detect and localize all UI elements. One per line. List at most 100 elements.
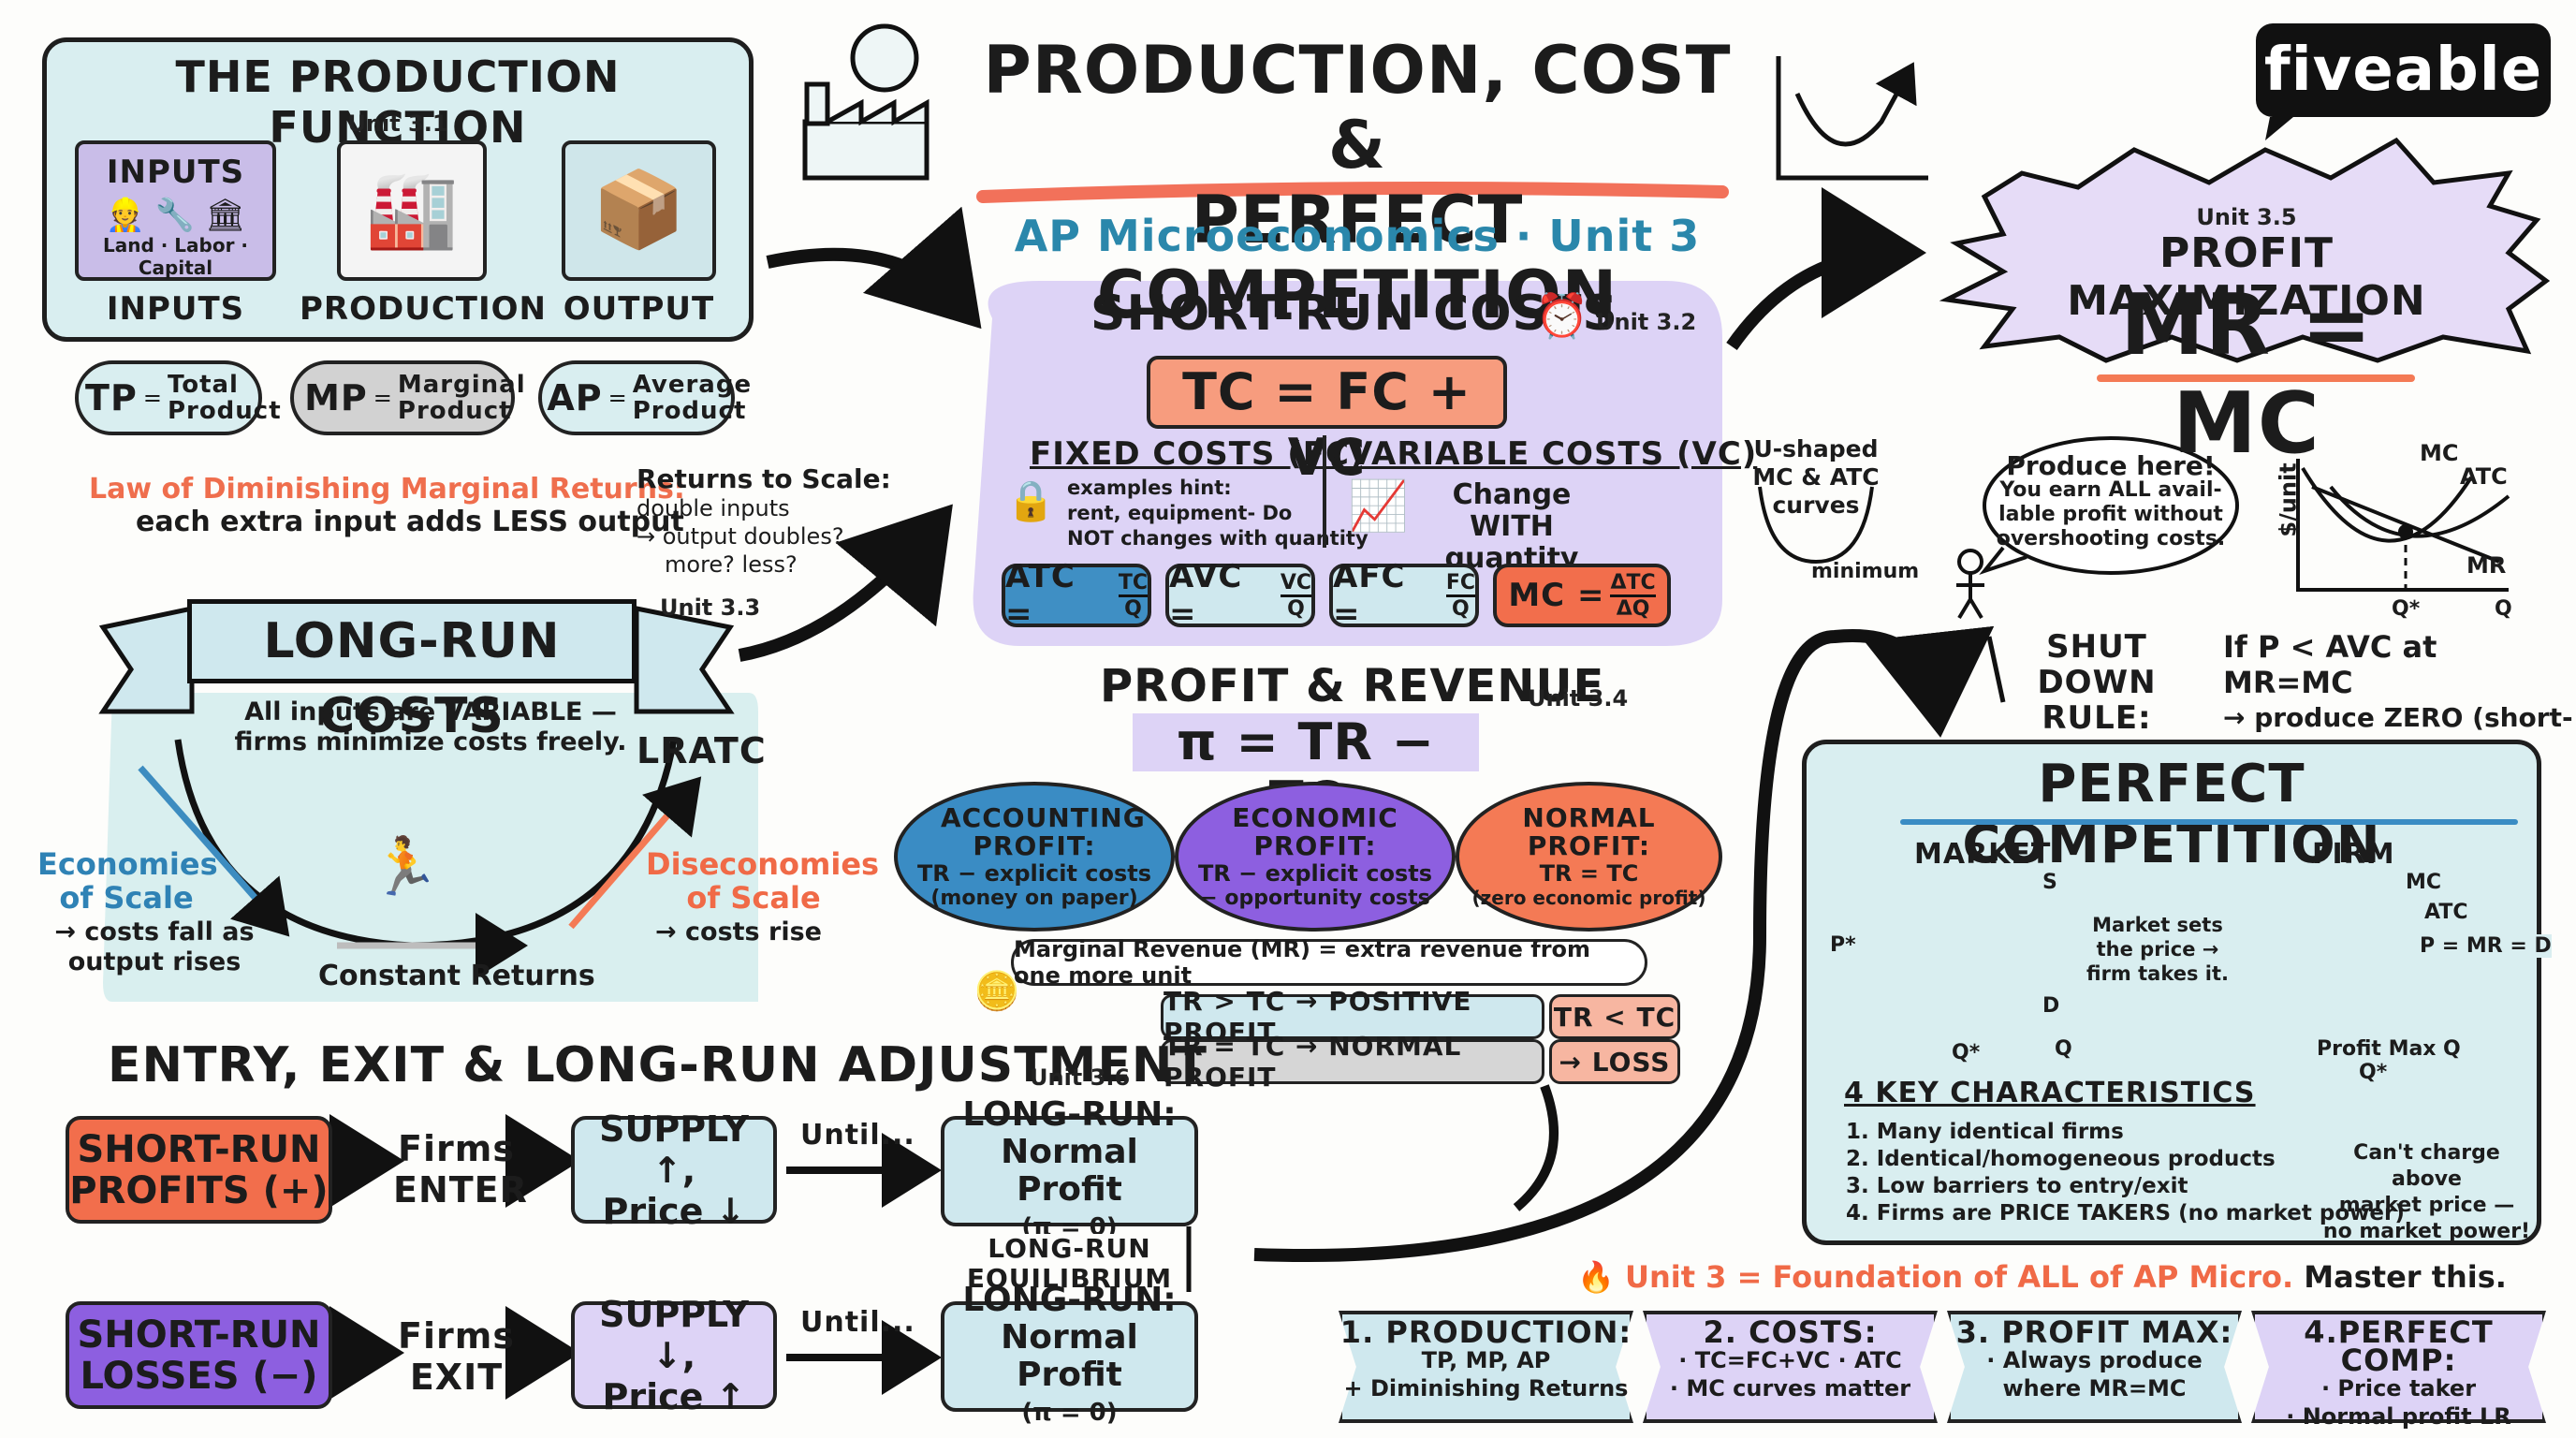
fiveable-logo[interactable]: fiveable [2256, 23, 2551, 117]
profit-title: PROFIT & REVENUE [1100, 660, 1605, 712]
rts-title: Returns to Scale: [637, 463, 891, 494]
person-icon [1956, 549, 1984, 620]
tag-costs [1643, 1311, 1938, 1423]
label-production: PRODUCTION [300, 290, 547, 328]
long-run-unit: Unit 3.3 [660, 594, 761, 621]
pill-mp: MP=Marginal Product [290, 360, 525, 435]
inputs-icons: 👷 🔧 🏛 [105, 197, 246, 234]
market-d: D [2042, 994, 2060, 1018]
until-1: Until... [800, 1119, 915, 1152]
minimum-label: minimum [1811, 560, 1920, 583]
market-pstar: P* [1830, 933, 1856, 957]
tag-production [1339, 1311, 1633, 1423]
label-inputs: INPUTS [106, 290, 245, 328]
market-title: MARKET [1914, 838, 2052, 871]
profit-unit: Unit 3.4 [1528, 685, 1629, 712]
fire-icon: 🔥 [1577, 1259, 1615, 1295]
page-subtitle: AP Microeconomics · Unit 3 [1014, 211, 1701, 261]
arrow-rule-connector [1513, 1084, 1559, 1211]
firm-qstar: Q* [2359, 1061, 2388, 1084]
rule-tr-lt-tc: TR < TC [1549, 994, 1680, 1039]
chars-title: 4 KEY CHARACTERISTICS [1844, 1077, 2256, 1109]
firm-atc: ATC [2424, 901, 2468, 924]
short-run-title: SHORT-RUN COSTS [1090, 286, 1618, 342]
bubble [1983, 436, 2239, 575]
rts-lines: double inputs→ output doubles?more? less… [637, 495, 844, 578]
runner-icon: 🏃 [370, 834, 440, 900]
market-s: S [2042, 871, 2057, 894]
fixed-costs-title: FIXED COSTS (FC) [1030, 435, 1366, 473]
market-q: Q [2055, 1037, 2072, 1061]
pm-q: Q [2495, 597, 2512, 621]
factory-box: 🏭 [337, 140, 487, 281]
divider [1323, 435, 1326, 548]
variable-costs-title: VARIABLE COSTS (VC) [1348, 435, 1758, 473]
rule-normal: TR = TC → NORMAL PROFIT [1161, 1031, 1544, 1093]
profit-max-unit: Unit 3.5 [2196, 204, 2297, 230]
long-run-title: LONG-RUN COSTS [187, 599, 637, 744]
pm-mr: MR [2466, 552, 2507, 579]
arrow-prod-to-costs [766, 206, 982, 330]
firm-profit-max: Profit Max [2317, 1037, 2437, 1061]
inputs-box: INPUTS 👷 🔧 🏛 Land · Labor · Capital [75, 140, 276, 281]
lratc-label: LRATC [637, 730, 767, 771]
law-text: each extra input adds LESS output [136, 506, 684, 538]
pill-ap: AP=Average Product [538, 360, 751, 435]
production-unit: Unit 3.1 [347, 110, 448, 137]
foundation-line: 🔥 Unit 3 = Foundation of ALL of AP Micro… [1577, 1259, 2507, 1295]
profit-formula: π = TR − TC [1133, 713, 1479, 829]
tag-perfect-comp [2251, 1311, 2546, 1423]
profit-max-title: PROFIT MAXIMIZATION [2067, 229, 2426, 325]
supply-down-box: SUPPLY ↓,Price ↑ [571, 1294, 777, 1417]
title-underline [976, 182, 1729, 203]
constant-returns: Constant Returns [318, 960, 595, 992]
mr-equals-mc: MR = MC [2120, 276, 2373, 473]
chart-icon: 📈 [1348, 478, 1409, 535]
arrow-longrun-to-costs [738, 504, 953, 662]
rule-loss: → LOSS [1549, 1039, 1680, 1084]
title-line-1: PRODUCTION, COST & [983, 32, 1732, 183]
produce-here-bubble: Produce here! You earn ALL avail-lable p… [1996, 450, 2226, 551]
page-title: PRODUCTION, COST & PERFECT COMPETITION [964, 33, 1750, 332]
supply-up-box: SUPPLY ↑,Price ↓ [571, 1108, 777, 1232]
production-title: THE PRODUCTION FUNCTION [175, 51, 621, 153]
graph-icon [1776, 56, 1928, 181]
normal-profit: NORMAL PROFIT: TR = TC (zero economic pr… [1456, 782, 1722, 932]
profit-max-burst [1939, 137, 2551, 363]
pm-atc: ATC [2460, 463, 2508, 490]
market-qstar: Q* [1952, 1041, 1981, 1064]
long-run-desc: All inputs are VARIABLE —firms minimize … [234, 697, 627, 756]
firm-q: Q [2443, 1037, 2461, 1061]
rule-positive: TR > TC → POSITIVE PROFIT [1161, 986, 1544, 1048]
mr-definition: Marginal Revenue (MR) = extra revenue fr… [1011, 936, 1647, 989]
arrow-costs-to-profitmax [1726, 187, 1926, 351]
entry-exit-title: ENTRY, EXIT & LONG-RUN ADJUSTMENT [108, 1037, 1208, 1093]
pill-tp: TP=Total Product [75, 360, 281, 435]
factory-icon [802, 23, 929, 181]
short-run-unit: Unit 3.2 [1596, 309, 1697, 335]
arrow-entry-to-pc [1253, 625, 1995, 1262]
firm-price-line: P = MR = D [2420, 934, 2552, 958]
pm-ylabel: $/unit [2275, 462, 2302, 537]
firm-mc: MC [2406, 871, 2442, 894]
lr-normal-profit-1: LONG-RUN:Normal Profit(π = 0) [941, 1096, 1198, 1241]
tc-formula: TC = FC + VC [1147, 356, 1507, 487]
title-line-2: PERFECT COMPETITION [1096, 182, 1618, 333]
